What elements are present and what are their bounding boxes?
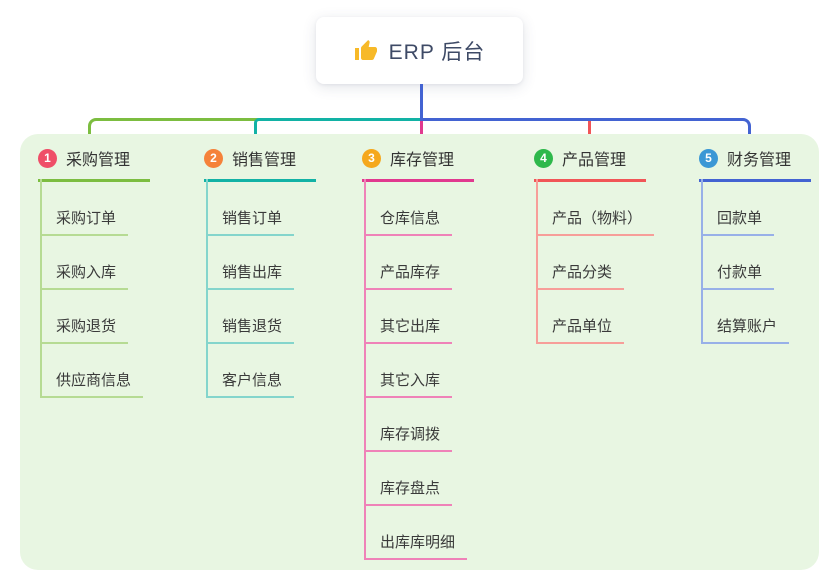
child-node[interactable]: 销售出库	[206, 261, 295, 290]
child-node[interactable]: 其它出库	[364, 315, 453, 344]
branch-3-header[interactable]: 3 库存管理	[362, 146, 475, 182]
child-node[interactable]: 客户信息	[206, 369, 295, 398]
child-row: 库存调拨	[364, 398, 474, 452]
branch-4-header[interactable]: 4 产品管理	[534, 146, 647, 182]
connector-root	[420, 84, 423, 118]
child-row: 采购退货	[40, 290, 150, 344]
child-node[interactable]: 供应商信息	[40, 369, 144, 398]
child-row: 其它入库	[364, 344, 474, 398]
child-node[interactable]: 付款单	[701, 261, 775, 290]
branch-5-badge: 5	[699, 148, 718, 168]
branch-3: 3 库存管理仓库信息产品库存其它出库其它入库库存调拨库存盘点出库库明细	[362, 146, 475, 560]
child-node[interactable]: 产品（物料）	[536, 207, 655, 236]
child-row: 付款单	[701, 236, 811, 290]
branch-4-label: 产品管理	[562, 152, 627, 169]
connector-branch-2	[254, 118, 423, 144]
child-row: 销售退货	[206, 290, 316, 344]
child-row: 产品（物料）	[536, 182, 655, 236]
child-node[interactable]: 产品分类	[536, 261, 625, 290]
child-row: 仓库信息	[364, 182, 474, 236]
branch-2-badge: 2	[204, 148, 223, 168]
child-node[interactable]: 销售订单	[206, 207, 295, 236]
child-row: 产品分类	[536, 236, 654, 290]
connector-branch-5	[420, 118, 751, 144]
branch-3-children: 仓库信息产品库存其它出库其它入库库存调拨库存盘点出库库明细	[364, 179, 474, 560]
child-node[interactable]: 销售退货	[206, 315, 295, 344]
child-row: 其它出库	[364, 290, 474, 344]
child-node[interactable]: 库存调拨	[364, 423, 453, 452]
child-row: 产品库存	[364, 236, 474, 290]
branches-panel: 1 采购管理采购订单采购入库采购退货供应商信息 2 销售管理销售订单销售出库销售退货客…	[20, 134, 819, 570]
branch-2-label: 销售管理	[232, 152, 297, 169]
child-node[interactable]: 结算账户	[701, 315, 790, 344]
branch-2-header[interactable]: 2 销售管理	[204, 146, 317, 182]
branch-3-label: 库存管理	[390, 152, 455, 169]
branch-1-children: 采购订单采购入库采购退货供应商信息	[40, 179, 150, 398]
branch-4-children: 产品（物料） 产品分类产品单位	[536, 179, 655, 344]
child-row: 销售订单	[206, 182, 316, 236]
child-row: 客户信息	[206, 344, 316, 398]
root-node[interactable]: ERP 后台	[316, 17, 523, 84]
branch-1-badge: 1	[38, 148, 57, 168]
child-node[interactable]: 出库库明细	[364, 531, 468, 560]
child-node[interactable]: 采购退货	[40, 315, 129, 344]
branch-4: 4 产品管理产品（物料） 产品分类产品单位	[534, 146, 655, 344]
branch-2-children: 销售订单销售出库销售退货客户信息	[206, 179, 316, 398]
branch-5-label: 财务管理	[727, 152, 792, 169]
child-node[interactable]: 库存盘点	[364, 477, 453, 506]
child-node[interactable]: 采购入库	[40, 261, 129, 290]
child-node[interactable]: 回款单	[701, 207, 775, 236]
branch-1-header[interactable]: 1 采购管理	[38, 146, 151, 182]
connector-branch-4	[588, 121, 591, 144]
connector-branch-3	[420, 121, 423, 144]
branch-1: 1 采购管理采购订单采购入库采购退货供应商信息	[38, 146, 151, 398]
thumbs-up-icon	[354, 39, 377, 60]
child-row: 结算账户	[701, 290, 811, 344]
child-node[interactable]: 产品库存	[364, 261, 453, 290]
branch-3-badge: 3	[362, 148, 381, 168]
child-row: 出库库明细	[364, 506, 474, 560]
root-label: ERP 后台	[388, 40, 486, 64]
child-row: 采购订单	[40, 182, 150, 236]
child-node[interactable]: 仓库信息	[364, 207, 453, 236]
branch-4-badge: 4	[534, 148, 553, 168]
branch-1-label: 采购管理	[66, 152, 131, 169]
child-row: 销售出库	[206, 236, 316, 290]
child-row: 供应商信息	[40, 344, 150, 398]
child-node[interactable]: 采购订单	[40, 207, 129, 236]
child-row: 回款单	[701, 182, 811, 236]
child-row: 产品单位	[536, 290, 654, 344]
child-row: 采购入库	[40, 236, 150, 290]
branch-5: 5 财务管理回款单付款单结算账户	[699, 146, 812, 344]
branch-5-children: 回款单付款单结算账户	[701, 179, 811, 344]
branch-5-header[interactable]: 5 财务管理	[699, 146, 812, 182]
child-row: 库存盘点	[364, 452, 474, 506]
child-node[interactable]: 产品单位	[536, 315, 625, 344]
branch-2: 2 销售管理销售订单销售出库销售退货客户信息	[204, 146, 317, 398]
child-node[interactable]: 其它入库	[364, 369, 453, 398]
